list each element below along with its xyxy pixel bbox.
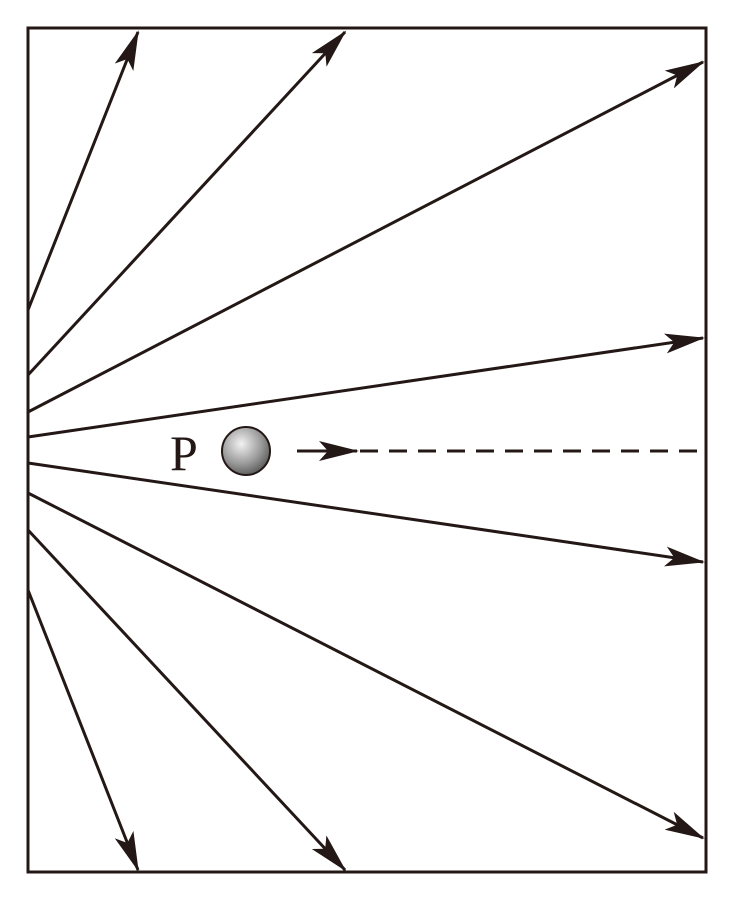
field-line-arrow-3 <box>27 60 705 414</box>
field-line-arrow-6 <box>27 491 705 840</box>
field-line-arrow-8 <box>26 589 140 872</box>
boundary-frame <box>26 26 708 874</box>
particle-ball <box>221 426 271 476</box>
particle-label: P <box>170 425 198 481</box>
field-line-arrow-2 <box>26 30 347 377</box>
field-line-arrow-7 <box>26 528 347 872</box>
field-line-arrow-5 <box>27 461 705 567</box>
field-line-arrow-4 <box>27 333 705 439</box>
field-line-arrow-1 <box>26 30 140 311</box>
